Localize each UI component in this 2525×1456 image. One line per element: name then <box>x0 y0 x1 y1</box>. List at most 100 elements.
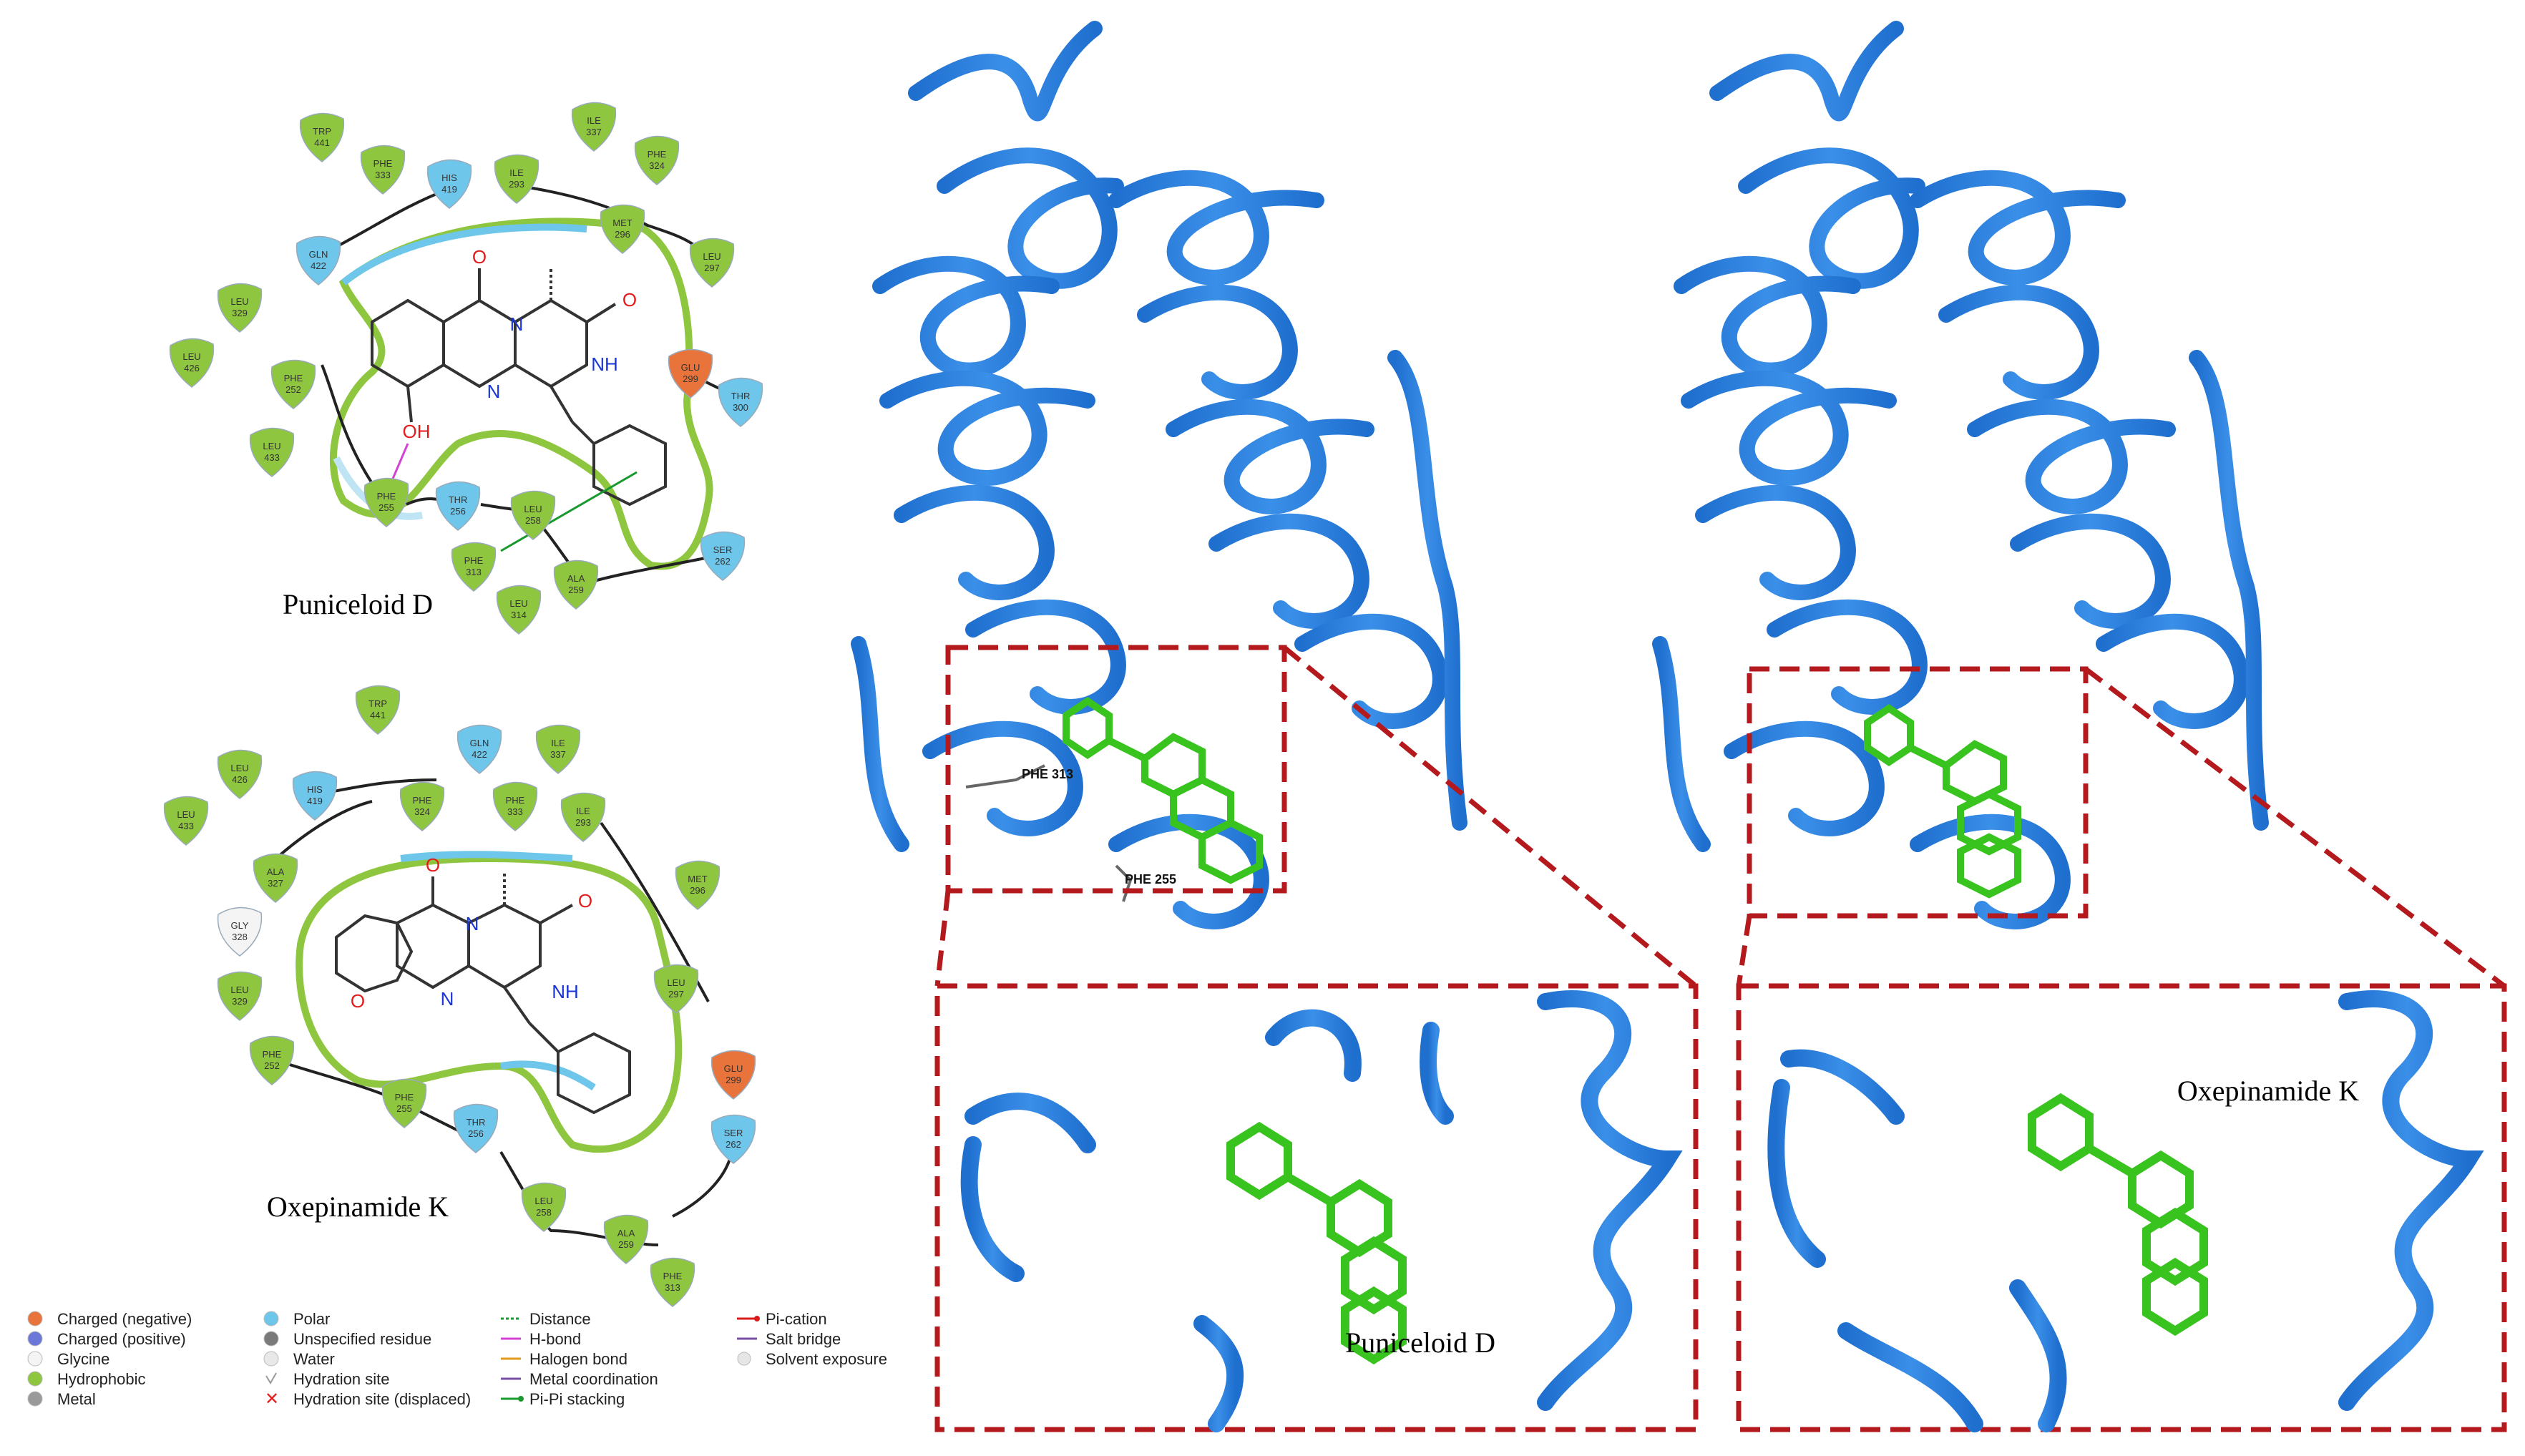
residue-number: 313 <box>665 1282 680 1293</box>
residue-number: 337 <box>586 127 602 137</box>
residue-name: ILE <box>576 806 590 816</box>
residue-number: 433 <box>178 821 194 831</box>
residue-marker <box>299 112 345 162</box>
interaction-diagram-oxepinamide-k: O O O N N NH TRP441GLN422ILE337LEU426HIS… <box>163 685 756 1307</box>
legend-label: Salt bridge <box>766 1330 841 1348</box>
residue-name: LEU <box>230 984 248 995</box>
residue-number: 422 <box>472 749 487 760</box>
residue-name: PHE <box>377 491 396 502</box>
residue-marker <box>668 348 713 399</box>
residue-marker <box>710 1114 756 1164</box>
legend-marker <box>27 1391 43 1407</box>
residue-number: 297 <box>704 263 720 273</box>
zoom-ribbon-left <box>960 990 1683 1432</box>
residue-marker <box>510 490 556 540</box>
residue-name: PHE <box>648 149 667 160</box>
residue-marker <box>253 853 298 903</box>
residue-number: 262 <box>715 556 731 567</box>
legend-marker <box>263 1331 279 1347</box>
residue-name: HIS <box>441 172 457 183</box>
residue-number: 314 <box>511 610 527 620</box>
residue-number: 256 <box>468 1128 484 1139</box>
legend-label: Halogen bond <box>529 1350 627 1368</box>
ligand-puniceloid-d-2d <box>371 268 667 507</box>
residue-marker <box>169 338 215 388</box>
residue-marker <box>535 724 581 774</box>
residue-name: PHE <box>464 555 484 566</box>
legend-label: Distance <box>529 1310 591 1328</box>
residue-name: TRP <box>368 698 387 709</box>
residue-marker <box>217 971 263 1021</box>
residue-name: GLU <box>724 1063 743 1074</box>
legend-label: Hydration site <box>293 1370 390 1388</box>
residue-name: SER <box>713 544 733 555</box>
residue-number: 255 <box>396 1103 412 1114</box>
residue-name: TRP <box>313 126 331 137</box>
residue-tag-phe313: PHE 313 <box>1022 767 1073 781</box>
ligand-3d-zoom-left <box>1226 1121 1407 1365</box>
atom-o-carbonyl-2: O <box>622 289 637 311</box>
residue-number: 433 <box>264 452 280 463</box>
legend-label: H-bond <box>529 1330 581 1348</box>
residue-marker <box>292 771 338 821</box>
residue-marker <box>399 781 445 831</box>
residue-marker <box>217 749 263 799</box>
residue-number: 419 <box>441 184 457 195</box>
residue-number: 259 <box>568 585 584 595</box>
residue-name: PHE <box>663 1271 683 1281</box>
residue-number: 258 <box>525 515 541 526</box>
ligand-3d-right <box>1864 703 2021 899</box>
residue-number: 299 <box>726 1075 741 1085</box>
interaction-legend: Charged (negative)Charged (positive)Glyc… <box>27 1310 887 1409</box>
legend-label: Glycine <box>57 1350 109 1368</box>
residue-number: 293 <box>509 179 524 190</box>
residue-marker <box>689 238 735 288</box>
residue-number: 324 <box>649 160 665 171</box>
residue-marker <box>634 135 680 185</box>
residue-number: 313 <box>466 567 482 577</box>
residue-number: 262 <box>726 1139 741 1150</box>
residue-marker <box>653 964 699 1014</box>
residue-number: 426 <box>232 774 248 785</box>
legend-marker <box>737 1352 751 1366</box>
residue-marker <box>521 1182 567 1232</box>
residue-marker <box>296 235 341 285</box>
protein-structure-right <box>1652 21 2269 929</box>
residue-marker <box>492 781 538 831</box>
residue-number: 422 <box>311 260 326 271</box>
residue-name: ILE <box>509 167 524 178</box>
residue-name: PHE <box>506 795 525 806</box>
zoom-ribbon-right <box>1767 990 2484 1432</box>
legend-label: Pi-Pi stacking <box>529 1390 625 1408</box>
residue-marker <box>560 792 606 842</box>
residue-marker <box>571 102 617 152</box>
residue-marker <box>603 1214 649 1264</box>
residue-number: 252 <box>285 384 301 395</box>
ligand-3d-left <box>1063 696 1263 884</box>
residue-marker <box>718 377 763 427</box>
residue-name: LEU <box>524 504 542 514</box>
residue-marker <box>270 359 316 409</box>
residue-name: LEU <box>263 441 280 451</box>
residue-number: 256 <box>450 506 466 517</box>
ligand-3d-zoom-right <box>2028 1093 2208 1337</box>
legend-label: Metal coordination <box>529 1370 658 1388</box>
legend-marker <box>501 1396 524 1402</box>
